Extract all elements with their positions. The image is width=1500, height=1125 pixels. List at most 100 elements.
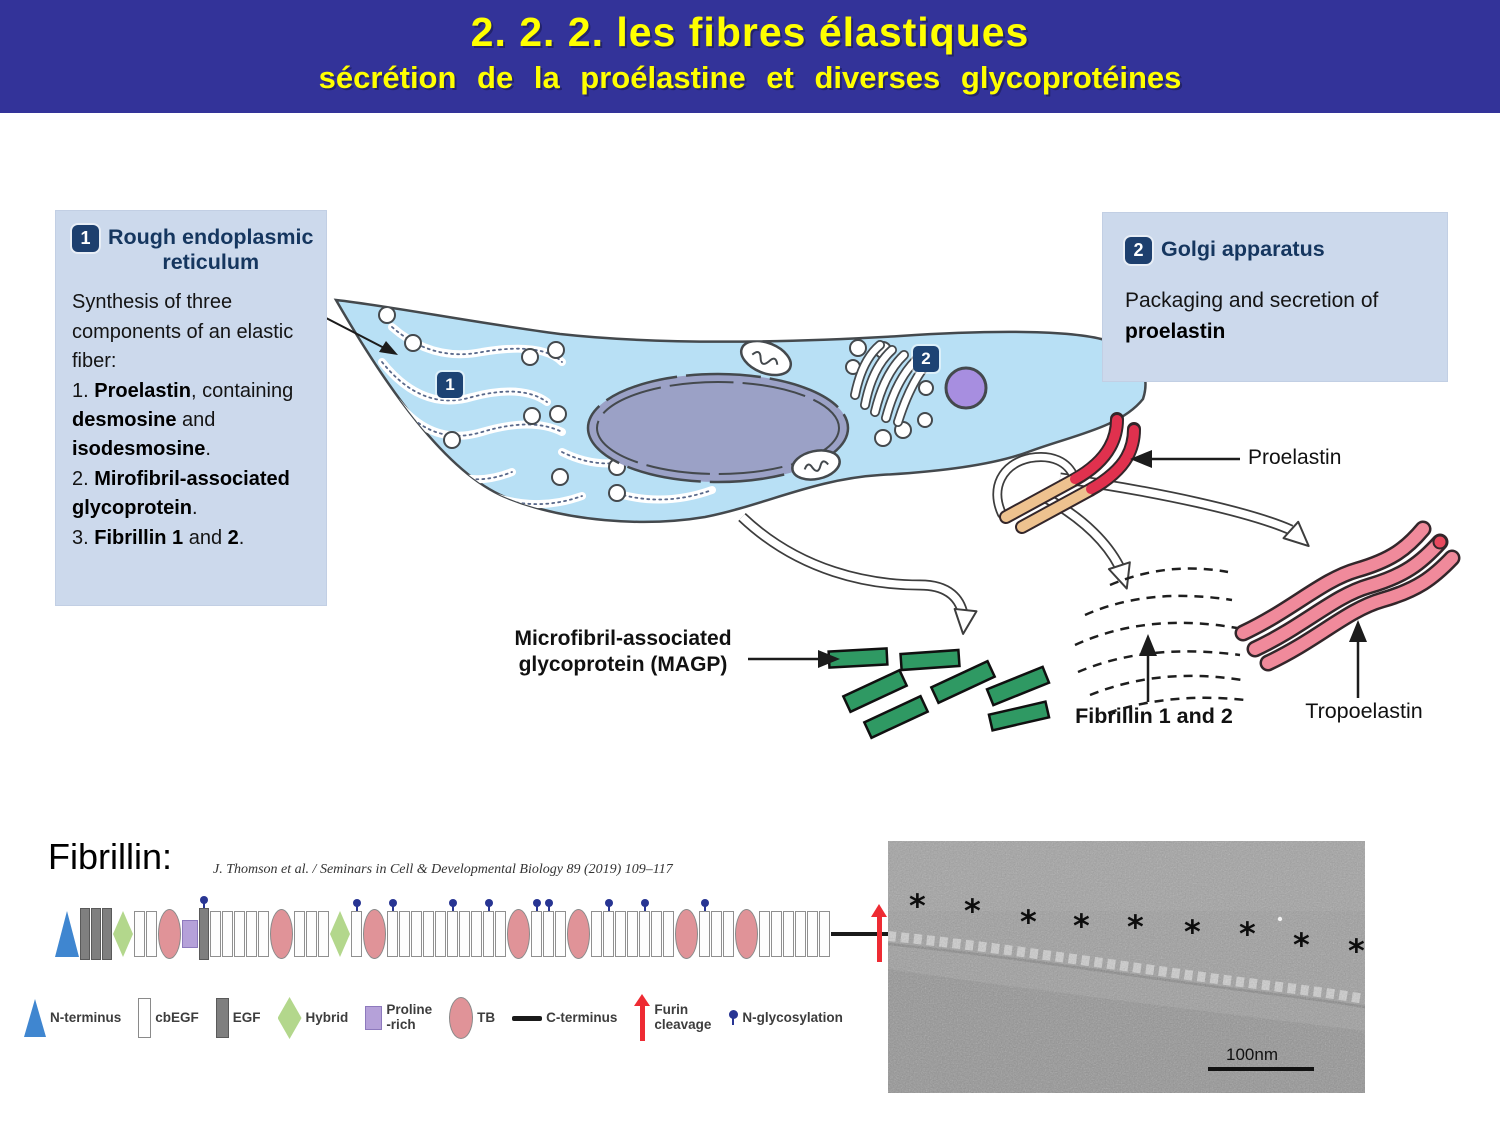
electron-micrograph: ********* 100nm: [887, 841, 1366, 1093]
svg-text:*: *: [964, 892, 981, 930]
tropoelastin-label-arrow: [1349, 620, 1367, 698]
domain-C: [699, 899, 710, 957]
domain-T: [675, 909, 698, 959]
legend-label: Proline -rich: [386, 1002, 433, 1032]
tb-icon: [449, 997, 474, 1039]
legend-label: Hybrid: [305, 1009, 349, 1025]
proelastin-label-arrow: [1130, 450, 1240, 468]
domain-C: [258, 911, 269, 957]
magp-label: Microfibril-associated glycoprotein (MAG…: [514, 627, 732, 677]
n-glycosylation-mark: [352, 899, 361, 911]
domain-C: [663, 911, 674, 957]
domain-C: [531, 899, 542, 957]
egf-icon: [215, 998, 229, 1038]
domain-C: [146, 911, 157, 957]
legend-item-triangle: N-terminus: [24, 999, 121, 1037]
proelastin-rods: [992, 412, 1141, 534]
domain-C: [795, 911, 806, 957]
legend-item-hybrid: Hybrid: [277, 997, 349, 1039]
slide-title: 2. 2. 2. les fibres élastiques: [470, 9, 1030, 55]
legend-label: Furin cleavage: [654, 1002, 712, 1032]
rer-info-box: 1 Rough endoplasmic reticulum Synthesis …: [55, 210, 327, 606]
fibrillin-domain-diagram: [55, 896, 909, 966]
tropoelastin-rods: [1234, 520, 1461, 672]
cell-badge-rer: 1: [437, 372, 463, 398]
n-glycosylation-mark: [700, 899, 709, 911]
legend-label: TB: [477, 1009, 496, 1025]
domain-C: [483, 899, 494, 957]
svg-text:*: *: [1073, 907, 1090, 945]
domain-C: [627, 911, 638, 957]
domain-C: [234, 911, 245, 957]
n-glycosylation-mark: [544, 899, 553, 911]
magp-molecules: [827, 647, 1051, 740]
domain-C: [318, 911, 329, 957]
mitochondrion: [739, 339, 841, 481]
fibrillin-label-arrow: [1139, 634, 1157, 702]
n-glycosylation-mark: [388, 899, 397, 911]
domain-C: [471, 911, 482, 957]
domain-T: [363, 909, 386, 959]
svg-text:*: *: [1293, 926, 1310, 964]
domain-H: [113, 911, 133, 957]
domain-C: [639, 899, 650, 957]
domain-C: [210, 911, 221, 957]
fibrillin-section-heading: Fibrillin:: [48, 836, 173, 877]
rer-number-badge: 1: [72, 225, 99, 252]
scale-bar: 100nm: [1208, 1045, 1314, 1071]
golgi-number-badge: 2: [1125, 237, 1152, 264]
paper-citation: J. Thomson et al. / Seminars in Cell & D…: [213, 862, 673, 877]
domain-C: [495, 911, 506, 957]
domain-C: [807, 911, 818, 957]
legend-label: cbEGF: [155, 1009, 199, 1025]
slide-title-bar: 2. 2. 2. les fibres élastiques sécrétion…: [0, 0, 1500, 113]
domain-C: [591, 911, 602, 957]
domain-C: [651, 911, 662, 957]
domain-C: [759, 911, 770, 957]
slide-subtitle: sécrétion de la proélastine et diverses …: [318, 60, 1182, 95]
golgi-apparatus: [850, 340, 927, 427]
cell-badge-golgi: 2: [913, 346, 939, 372]
n-glycosylation-mark: [532, 899, 541, 911]
domain-T: [507, 909, 530, 959]
n-glycosylation-mark: [448, 899, 457, 911]
legend-label: N-glycosylation: [742, 1009, 843, 1025]
domain-C: [222, 911, 233, 957]
scale-label: 100nm: [1226, 1045, 1278, 1064]
domain-N: [55, 911, 79, 957]
legend-item-furin: Furin cleavage: [634, 994, 712, 1041]
domain-C: [783, 911, 794, 957]
domain-C: [603, 899, 614, 957]
legend-item-tb: TB: [449, 997, 495, 1039]
domain-C: [459, 911, 470, 957]
proelastin-label: Proelastin: [1248, 446, 1342, 469]
domain-T: [735, 909, 758, 959]
glyco-icon: [728, 1010, 738, 1026]
fibrillin-microfibrils: [1074, 567, 1246, 715]
domain-C: [306, 911, 317, 957]
bead-asterisks: *********: [909, 887, 1365, 970]
domain-E: [91, 908, 101, 960]
rer-box-title: Rough endoplasmic reticulum: [108, 225, 314, 274]
domain-C: [819, 911, 830, 957]
legend-label: C-terminus: [546, 1009, 618, 1025]
n-glycosylation-mark: [604, 899, 613, 911]
fibrillin-label: Fibrillin 1 and 2: [1075, 704, 1233, 728]
n-glycosylation-mark: [200, 896, 208, 908]
nucleus: [586, 372, 850, 484]
legend-label: EGF: [232, 1009, 261, 1025]
domain-legend: N-terminus cbEGF EGF Hybrid Proline -rich TB C…: [24, 994, 894, 1041]
svg-text:*: *: [1020, 903, 1037, 941]
n-glycosylation-mark: [484, 899, 493, 911]
domain-E: [102, 908, 112, 960]
cell-secretion-diagram: [267, 287, 1461, 740]
golgi-box-title: Golgi apparatus: [1161, 237, 1325, 261]
domain-P: [182, 920, 198, 948]
domain-C: [387, 899, 398, 957]
hybrid-icon: [277, 997, 302, 1039]
svg-text:*: *: [1127, 908, 1144, 946]
svg-text:*: *: [909, 887, 926, 925]
domain-C: [711, 911, 722, 957]
